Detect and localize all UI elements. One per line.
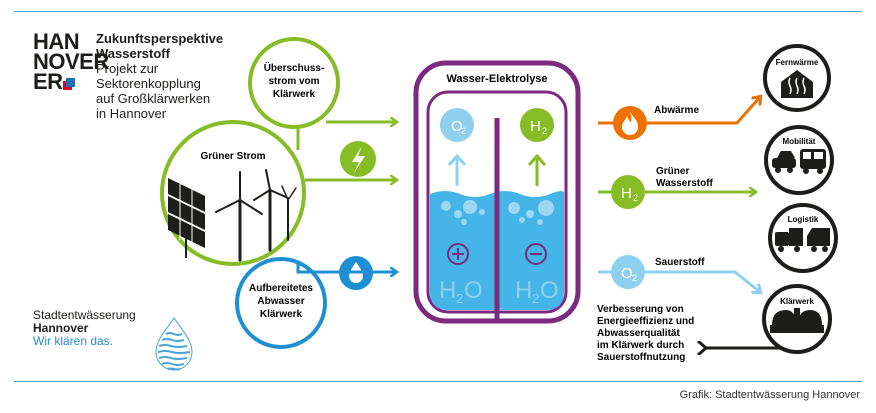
green-power-label: Grüner Strom — [200, 151, 265, 162]
water-label-3: Klärwerk — [260, 309, 303, 320]
stadtentwaesserung-logo: Stadtentwässerung Hannover Wir klären da… — [33, 309, 136, 348]
graphic-credit: Grafik: Stadtentwässerung Hannover — [679, 389, 860, 401]
fernwaerme-label: Fernwärme — [776, 58, 819, 67]
car-bus-icon — [772, 149, 826, 174]
lightning-icon — [352, 146, 365, 173]
h2-sub: 2 — [542, 126, 547, 136]
solar-panel-icon — [168, 178, 205, 258]
o2-sub: 2 — [461, 126, 466, 136]
project-title: Zukunftsperspektive Wasserstoff Projekt … — [96, 31, 223, 121]
title-bold-1: Zukunftsperspektive — [96, 31, 224, 46]
top-rule — [14, 11, 862, 12]
surplus-arrow — [296, 122, 396, 150]
target-fernwaerme: Fernwärme — [763, 44, 831, 112]
h2-circle — [520, 108, 554, 142]
treatment-plant-icon — [770, 308, 824, 333]
logo-line2: NOVER — [33, 49, 109, 74]
flame-icon — [622, 112, 638, 135]
wind-turbine-icon — [215, 169, 297, 262]
h2o-left-h: H — [439, 277, 456, 304]
drop-logo-icon — [155, 317, 193, 371]
title-bold-2: Wasserstoff — [96, 46, 170, 61]
h2o-right-h: H — [515, 277, 532, 304]
title-line-5: auf Großklärwerken — [96, 91, 211, 106]
heat-arrow — [647, 97, 760, 125]
footer-logo-line3: Wir klären das. — [33, 334, 114, 348]
o2-label: O — [451, 118, 463, 135]
improvement-line-2: Energieeffizienz und — [597, 316, 694, 327]
klaerwerk-label: Klärwerk — [780, 297, 814, 306]
tank-title: Wasser-Elektrolyse — [446, 73, 547, 85]
target-mobilitaet: Mobilität — [764, 125, 834, 195]
electrolysis-tank: Wasser-Elektrolyse O 2 H 2 H 2 O H 2 — [413, 60, 581, 324]
footer-logo-line1: Stadtentwässerung — [33, 308, 136, 322]
o2-circle — [440, 108, 474, 142]
lightning-node — [340, 141, 376, 177]
oxygen-label: Sauerstoff — [655, 257, 705, 268]
h2-output-sub: 2 — [633, 193, 638, 203]
logo-line3: ER — [33, 69, 63, 94]
water-label-2: Abwasser — [257, 296, 304, 307]
surplus-label-1: Überschuss- — [264, 61, 325, 74]
surplus-label-2: strom vom — [268, 76, 319, 87]
title-line-3: Projekt zur — [96, 61, 159, 76]
h2o-left-o: O — [464, 277, 483, 304]
improvement-text: Verbesserung von Energieeffizienz und Ab… — [597, 304, 694, 363]
hydrogen-label-1: Grüner — [656, 166, 689, 177]
truck-icon — [775, 228, 830, 252]
improvement-line-3: Abwasserqualität — [597, 328, 680, 339]
target-logistik: Logistik — [768, 203, 838, 273]
h2o-right-o: O — [540, 277, 559, 304]
oxygen-arrow — [645, 270, 760, 292]
logistik-label: Logistik — [788, 215, 819, 224]
water-arrow — [296, 262, 396, 272]
improvement-line-5: Sauerstoffnutzung — [597, 352, 685, 363]
title-line-4: Sektorenkopplung — [96, 76, 201, 91]
green-power-node: Grüner Strom — [160, 120, 306, 266]
h2-label: H — [530, 118, 541, 135]
heat-output: Abwärme — [598, 97, 760, 140]
logo-square-icon — [65, 77, 75, 87]
logo-line1: HAN — [33, 29, 80, 54]
cathode-minus-icon — [525, 243, 547, 265]
surplus-power-node: Überschuss- strom vom Klärwerk — [248, 37, 340, 129]
h2o-left-sub: 2 — [456, 291, 463, 306]
o2-up-arrow — [447, 153, 467, 186]
improvement-line-4: im Klärwerk durch — [597, 340, 684, 351]
h2o-right-sub: 2 — [532, 291, 539, 306]
mobilitaet-label: Mobilität — [783, 137, 816, 146]
hannover-logo: HAN NOVER ER — [33, 29, 109, 94]
anode-plus-icon — [447, 243, 469, 265]
improvement-line-1: Verbesserung von — [597, 304, 684, 315]
surplus-label-3: Klärwerk — [273, 89, 316, 100]
oxygen-output: O 2 Sauerstoff — [598, 255, 760, 292]
h2-output-label: H — [621, 185, 632, 202]
o2-output-label: O — [621, 265, 633, 282]
bottom-rule — [14, 381, 862, 382]
water-label-1: Aufbereitetes — [249, 283, 313, 294]
hydrogen-output: H 2 Grüner Wasserstoff — [598, 166, 755, 209]
target-klaerwerk: Klärwerk — [762, 284, 832, 354]
water-input-node: Aufbereitetes Abwasser Klärwerk — [235, 257, 327, 349]
hydrogen-label-2: Wasserstoff — [656, 178, 714, 189]
h2-up-arrow — [527, 153, 547, 186]
footer-logo-line2: Hannover — [33, 321, 89, 335]
o2-output-sub: 2 — [632, 273, 637, 283]
title-line-6: in Hannover — [96, 106, 167, 121]
heat-label: Abwärme — [654, 105, 699, 116]
